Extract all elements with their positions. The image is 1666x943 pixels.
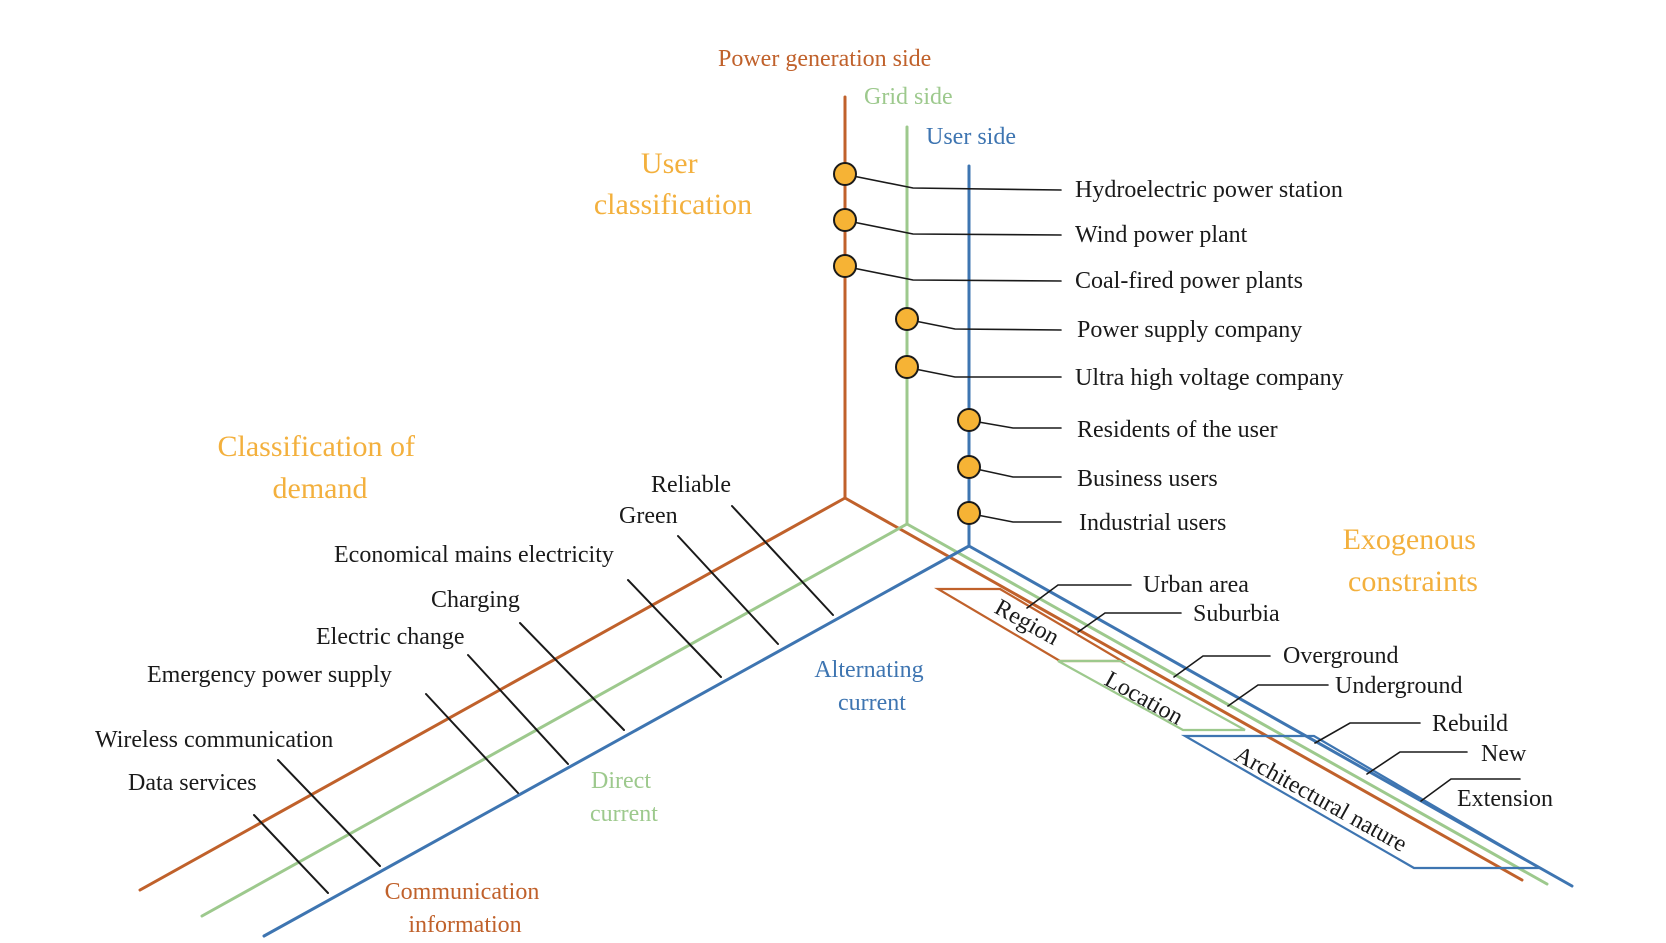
user-left-axis [262, 544, 971, 938]
user-classification-title: User classification [594, 147, 752, 221]
constraint-item-leader [1314, 722, 1421, 744]
user-item-leader [842, 219, 1062, 236]
constraint-item-leader [1420, 778, 1521, 802]
demand-item-label: Green [619, 503, 678, 529]
demand-item-label: Wireless communication [95, 727, 333, 753]
demand-item-label: Charging [431, 587, 520, 613]
demand-item-tick [627, 579, 722, 678]
user-item-leader [842, 265, 1062, 282]
constraint-item-label: Overground [1283, 643, 1399, 669]
grid-right-axis [905, 522, 1549, 886]
constraint-item-label: Urban area [1143, 572, 1249, 598]
constraint-item-label: Extension [1457, 786, 1553, 812]
demand-item-tick [277, 759, 381, 867]
user-item-marker [833, 162, 857, 186]
user-item-leader [904, 366, 1062, 378]
location-bracket [1057, 659, 1246, 732]
demand-item-tick [677, 535, 779, 645]
constraint-item-leader [1227, 684, 1329, 707]
classification-of-demand-title: Classification of demand [218, 430, 423, 505]
user-item-leader [966, 512, 1062, 523]
direct-current-label: Direct current [590, 768, 658, 827]
demand-items-group: Reliable Green Economical mains electric… [95, 472, 834, 894]
demand-item-label: Electric change [316, 624, 465, 650]
user-side-label: User side [926, 124, 1016, 150]
user-item-label: Power supply company [1077, 317, 1302, 343]
constraint-item-label: New [1481, 741, 1527, 767]
constraint-item-leader [1077, 612, 1182, 633]
constraint-item-label: Suburbia [1193, 601, 1280, 627]
user-item-leader [966, 466, 1062, 478]
constraint-item-leader [1366, 751, 1468, 775]
demand-item-label: Economical mains electricity [334, 542, 614, 568]
user-item-marker [895, 355, 919, 379]
communication-information-label: Communication information [385, 879, 546, 938]
user-item-marker [957, 501, 981, 525]
constraint-item-label: Underground [1335, 673, 1463, 699]
constraint-item-leader [1173, 655, 1271, 678]
generation-left-axis [138, 496, 847, 892]
user-item-label: Coal-fired power plants [1075, 268, 1303, 294]
user-items-group: Hydroelectric power station Wind power p… [833, 162, 1344, 536]
demand-item-tick [519, 622, 625, 731]
user-item-marker [833, 208, 857, 232]
user-item-label: Industrial users [1079, 510, 1226, 536]
user-item-label: Ultra high voltage company [1075, 365, 1344, 391]
user-item-label: Business users [1077, 466, 1218, 492]
demand-item-tick [467, 654, 569, 765]
architectural-nature-label: Architectural nature [1230, 742, 1411, 858]
user-axis-group [262, 164, 1574, 938]
demand-item-tick [731, 505, 834, 616]
user-item-marker [957, 408, 981, 432]
user-right-axis [967, 544, 1574, 888]
user-item-label: Residents of the user [1077, 417, 1278, 443]
user-item-leader [842, 173, 1062, 191]
exogenous-constraints-title: Exogenous constraints [1343, 523, 1484, 598]
alternating-current-label: Alternating current [814, 657, 929, 716]
grid-left-axis [200, 522, 909, 918]
constraint-item-label: Rebuild [1432, 711, 1508, 737]
generation-right-axis [843, 496, 1524, 882]
grid-side-label: Grid side [864, 84, 953, 110]
user-item-label: Hydroelectric power station [1075, 177, 1343, 203]
user-item-marker [895, 307, 919, 331]
user-item-leader [904, 318, 1062, 331]
architectural-nature-bracket [1180, 734, 1545, 870]
constraint-items-group: Urban area Suburbia Overground Undergrou… [1026, 572, 1553, 812]
user-item-marker [833, 254, 857, 278]
constraint-item-leader [1026, 584, 1132, 609]
demand-item-label: Reliable [651, 472, 731, 498]
user-item-marker [957, 455, 981, 479]
user-item-leader [966, 419, 1062, 429]
demand-item-tick [253, 814, 329, 894]
user-item-label: Wind power plant [1075, 222, 1248, 248]
demand-item-tick [425, 693, 519, 794]
demand-item-label: Emergency power supply [147, 662, 392, 688]
demand-item-label: Data services [128, 770, 257, 796]
power-generation-side-label: Power generation side [718, 46, 931, 72]
